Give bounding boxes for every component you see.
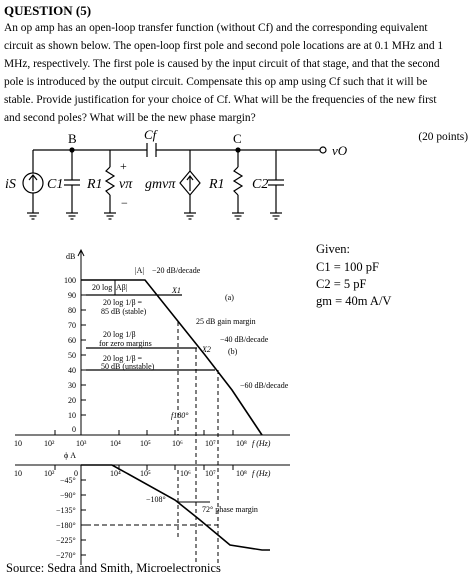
db-unit: dB [66,252,75,261]
mag-y-0: 0 [72,425,76,434]
r1-right-label: R1 [208,177,225,192]
label-85a: 20 log 1/β = [103,298,143,307]
mag-y-40: 40 [68,366,76,375]
label-50a: 20 log 1/β = [103,354,143,363]
label-a: (a) [225,293,234,302]
phase-margin-label: 72° phase margin [202,505,258,514]
phase-y-45: −45° [60,476,76,485]
question-line-4: pole is introduced by the output circuit… [4,76,428,88]
vpi-label: vπ [119,177,133,192]
phase-y-135: −135° [56,506,76,515]
minus-sign: − [121,196,128,210]
phi-label: ϕ A [64,451,76,460]
phase-x-10: 10 [14,469,22,478]
label-zero-b: for zero margins [99,339,152,348]
mag-x-1e8: 10⁸ [236,439,247,448]
slope1-label: −20 dB/decade [152,266,201,275]
mag-x-1e7: 10⁷ [205,439,216,448]
mag-y-30: 30 [68,381,76,390]
abs-a-label: |A| [135,266,144,275]
node-c-label: C [233,131,242,146]
label-50b: 50 dB (unstable) [101,362,155,371]
mag-x-1e6: 10⁶ [172,439,183,448]
c1-label: C1 [47,177,63,192]
gm-vpi-label: gmvπ [145,177,176,192]
x1-label: X1 [171,286,181,295]
log-ab-label: 20 log |Aβ| [92,283,127,292]
gain-margin-label: 25 dB gain margin [196,317,256,326]
points-label: (20 points) [418,131,468,143]
phase-y-0: 0 [74,469,78,478]
label-85b: 85 dB (stable) [101,307,147,316]
slope2-label: −40 dB/decade [220,335,269,344]
phase-x-1e6: 10⁶ [180,469,191,478]
label-b: (b) [228,347,238,356]
source-credit: Source: Sedra and Smith, Microelectronic… [6,561,221,575]
slope3-label: −60 dB/decade [240,381,289,390]
question-title: QUESTION (5) [4,3,92,18]
label-108: −108° [146,495,166,504]
given-c1: C1 = 100 pF [316,260,379,274]
phase-x-1e2: 10² [44,469,55,478]
phase-y-225: −225° [56,536,76,545]
c2-label: C2 [252,177,268,192]
mag-x-1e3: 10³ [76,439,87,448]
question-line-5: stable. Provide justification for your c… [4,94,437,106]
mag-y-70: 70 [68,321,76,330]
r1-left-label: R1 [86,177,103,192]
vo-label: vO [332,143,348,158]
given-heading: Given: [316,242,351,256]
mag-y-20: 20 [68,396,76,405]
mag-x-unit: f (Hz) [252,439,271,448]
phase-x-1e8: 10⁸ [236,469,247,478]
label-zero-a: 20 log 1/β [103,330,136,339]
mag-y-10: 10 [68,411,76,420]
mag-y-ticks [81,279,86,416]
question-line-3: MHz, respectively. The first pole is cau… [4,58,440,70]
mag-y-80: 80 [68,306,76,315]
mag-y-90: 90 [68,291,76,300]
f180-label: f180° [171,411,189,420]
mag-x-1e2: 10² [44,439,55,448]
node-b-label: B [68,131,77,146]
given-c2: C2 = 5 pF [316,277,367,291]
phase-y-270: −270° [56,551,76,560]
phase-x-unit: f (Hz) [252,469,271,478]
phase-y-90: −90° [60,491,76,500]
mag-x-1e5: 10⁵ [140,439,151,448]
given-gm: gm = 40m A/V [316,294,392,308]
bode-plots: dB 100 90 80 70 60 50 40 30 20 10 0 10 1… [14,248,290,565]
plus-sign: + [120,159,127,173]
phase-x-1e7: 10⁷ [205,469,216,478]
question-line-6: and second poles? What will be the new p… [4,112,256,124]
phase-x-1e5: 10⁵ [140,469,151,478]
mag-y-50: 50 [68,351,76,360]
equivalent-circuit: B C Cf vO iS C1 R1 + vπ − gmvπ R1 C2 [5,127,348,220]
question-line-1: An op amp has an open-loop transfer func… [4,22,428,34]
mag-y-100: 100 [64,276,76,285]
cf-label: Cf [144,127,159,142]
question-line-2: circuit as shown below. The open-loop fi… [4,40,444,52]
x2-label: X2 [201,345,211,354]
mag-x-10: 10 [14,439,22,448]
phase-x-1e4: 10⁴ [110,469,121,478]
phase-y-180: −180° [56,521,76,530]
mag-y-60: 60 [68,336,76,345]
mag-x-1e4: 10⁴ [110,439,121,448]
is-label: iS [5,177,16,192]
